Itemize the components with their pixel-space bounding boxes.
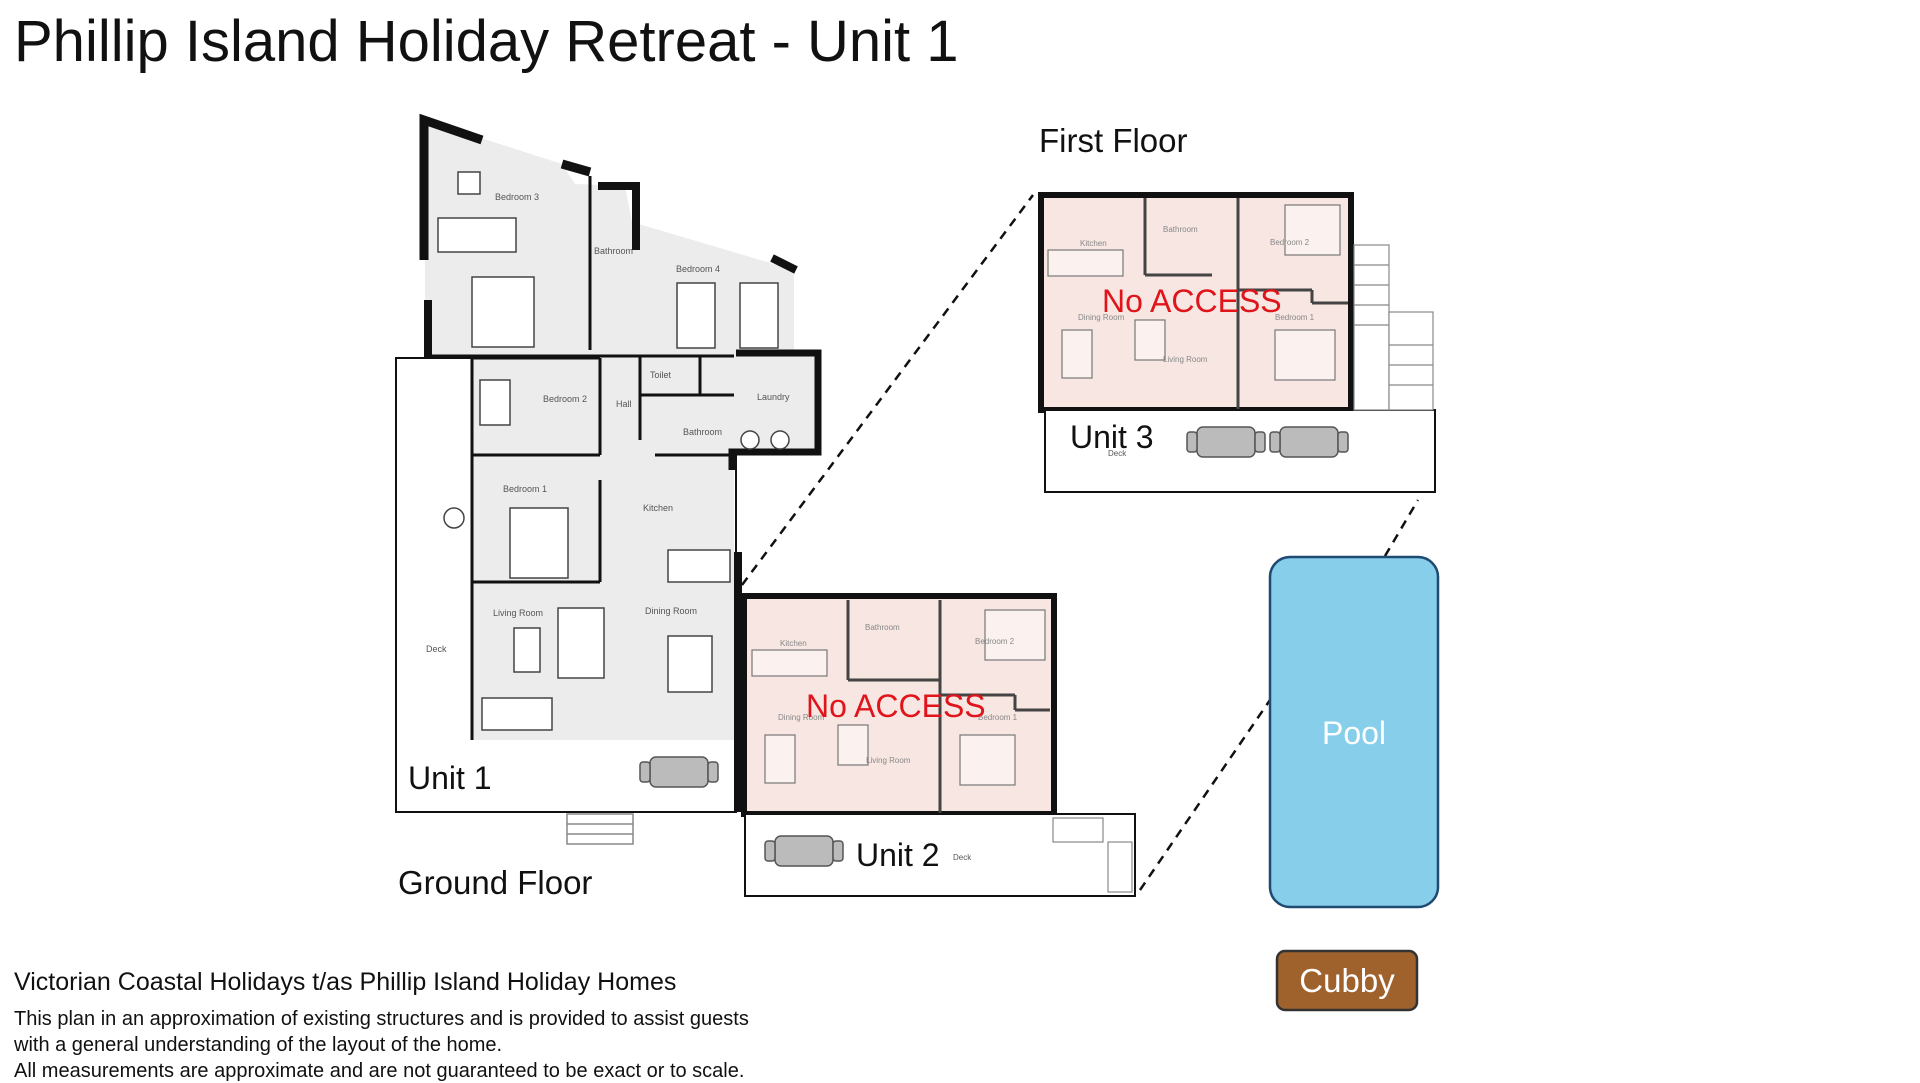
room-label: Bathroom <box>683 427 722 437</box>
unit1-label: Unit 1 <box>408 760 492 796</box>
bed <box>676 282 716 349</box>
no-access-label: No ACCESS <box>1102 283 1282 319</box>
room-label: Laundry <box>757 392 790 402</box>
cubby-label: Cubby <box>1299 962 1395 999</box>
room-label: Hall <box>616 399 632 409</box>
sofa <box>437 217 517 253</box>
room-label: Deck <box>953 853 972 862</box>
unit1-exterior-wall <box>560 159 592 177</box>
appliance <box>443 507 465 529</box>
room-label: Bathroom <box>594 246 633 256</box>
bed <box>509 507 569 579</box>
pool <box>1268 555 1440 909</box>
room-label: Dining Room <box>1078 313 1125 322</box>
disclaimer-line: This plan in an approximation of existin… <box>14 1008 749 1030</box>
unit2-label: Unit 2 <box>856 837 940 873</box>
room-label: Dining Room <box>778 713 825 722</box>
stairs-icon <box>1353 244 1434 411</box>
bed <box>471 276 535 348</box>
room-label: Bathroom <box>865 623 900 632</box>
room-label: Kitchen <box>780 639 807 648</box>
coffee-table <box>513 627 541 673</box>
cabinet <box>457 171 481 195</box>
room-label: Deck <box>426 644 447 654</box>
room-label: Bedroom 2 <box>543 394 587 404</box>
room-label: Bedroom 1 <box>1275 313 1315 322</box>
sofa <box>481 697 553 731</box>
room-label: Bedroom 1 <box>503 484 547 494</box>
unit3-label: Unit 3 <box>1070 419 1154 455</box>
appliance <box>770 430 790 450</box>
unit1-plan: Bedroom 3 Bathroom Bedroom 4 Bedroom 2 H… <box>395 113 822 845</box>
connector-lines <box>740 194 1420 891</box>
room-label: Dining Room <box>645 606 697 616</box>
unit3-plan: Deck Kitchen Bathroom Bedroom 2 Dining R… <box>1038 192 1436 493</box>
room-label: Bedroom 1 <box>978 713 1018 722</box>
disclaimer-line: with a general understanding of the layo… <box>14 1034 503 1056</box>
sofa <box>557 607 605 679</box>
no-access-label: No ACCESS <box>806 688 986 724</box>
room-label: Bedroom 3 <box>495 192 539 202</box>
unit1-exterior-wall <box>728 349 822 470</box>
pool-label: Pool <box>1322 715 1386 751</box>
company-name: Victorian Coastal Holidays t/as Phillip … <box>14 968 677 996</box>
room-label: Kitchen <box>1080 239 1107 248</box>
dining-table <box>667 635 713 693</box>
room-label: Bedroom 2 <box>975 637 1015 646</box>
room-label: Deck <box>1108 449 1127 458</box>
outdoor-table-icon <box>764 835 844 867</box>
page-title: Phillip Island Holiday Retreat - Unit 1 <box>14 9 959 74</box>
appliance <box>740 430 760 450</box>
kitchen-bench <box>667 549 731 583</box>
first-floor-label: First Floor <box>1039 122 1188 159</box>
unit1-exterior-wall <box>770 254 798 274</box>
room-label: Toilet <box>650 370 672 380</box>
unit1-exterior-wall <box>419 113 484 260</box>
room-label: Bedroom 4 <box>676 264 720 274</box>
outdoor-table-icon <box>1186 426 1349 458</box>
outdoor-table-icon <box>639 756 719 788</box>
room-label: Bedroom 2 <box>1270 238 1310 247</box>
bed <box>739 282 779 349</box>
room-label: Living Room <box>1163 355 1208 364</box>
room-label: Bathroom <box>1163 225 1198 234</box>
bed <box>479 379 511 426</box>
bench-icon <box>1052 817 1133 893</box>
room-label: Living Room <box>493 608 543 618</box>
cubby <box>1275 949 1419 1012</box>
room-label: Kitchen <box>643 503 673 513</box>
ground-floor-label: Ground Floor <box>398 864 593 901</box>
room-label: Living Room <box>866 756 911 765</box>
steps-icon <box>566 813 634 845</box>
unit2-plan: Deck Kitchen Bathroom Bedroom 2 Dining R… <box>741 593 1136 897</box>
disclaimer-line: All measurements are approximate and are… <box>14 1060 745 1082</box>
unit1-exterior-wall <box>598 182 640 250</box>
